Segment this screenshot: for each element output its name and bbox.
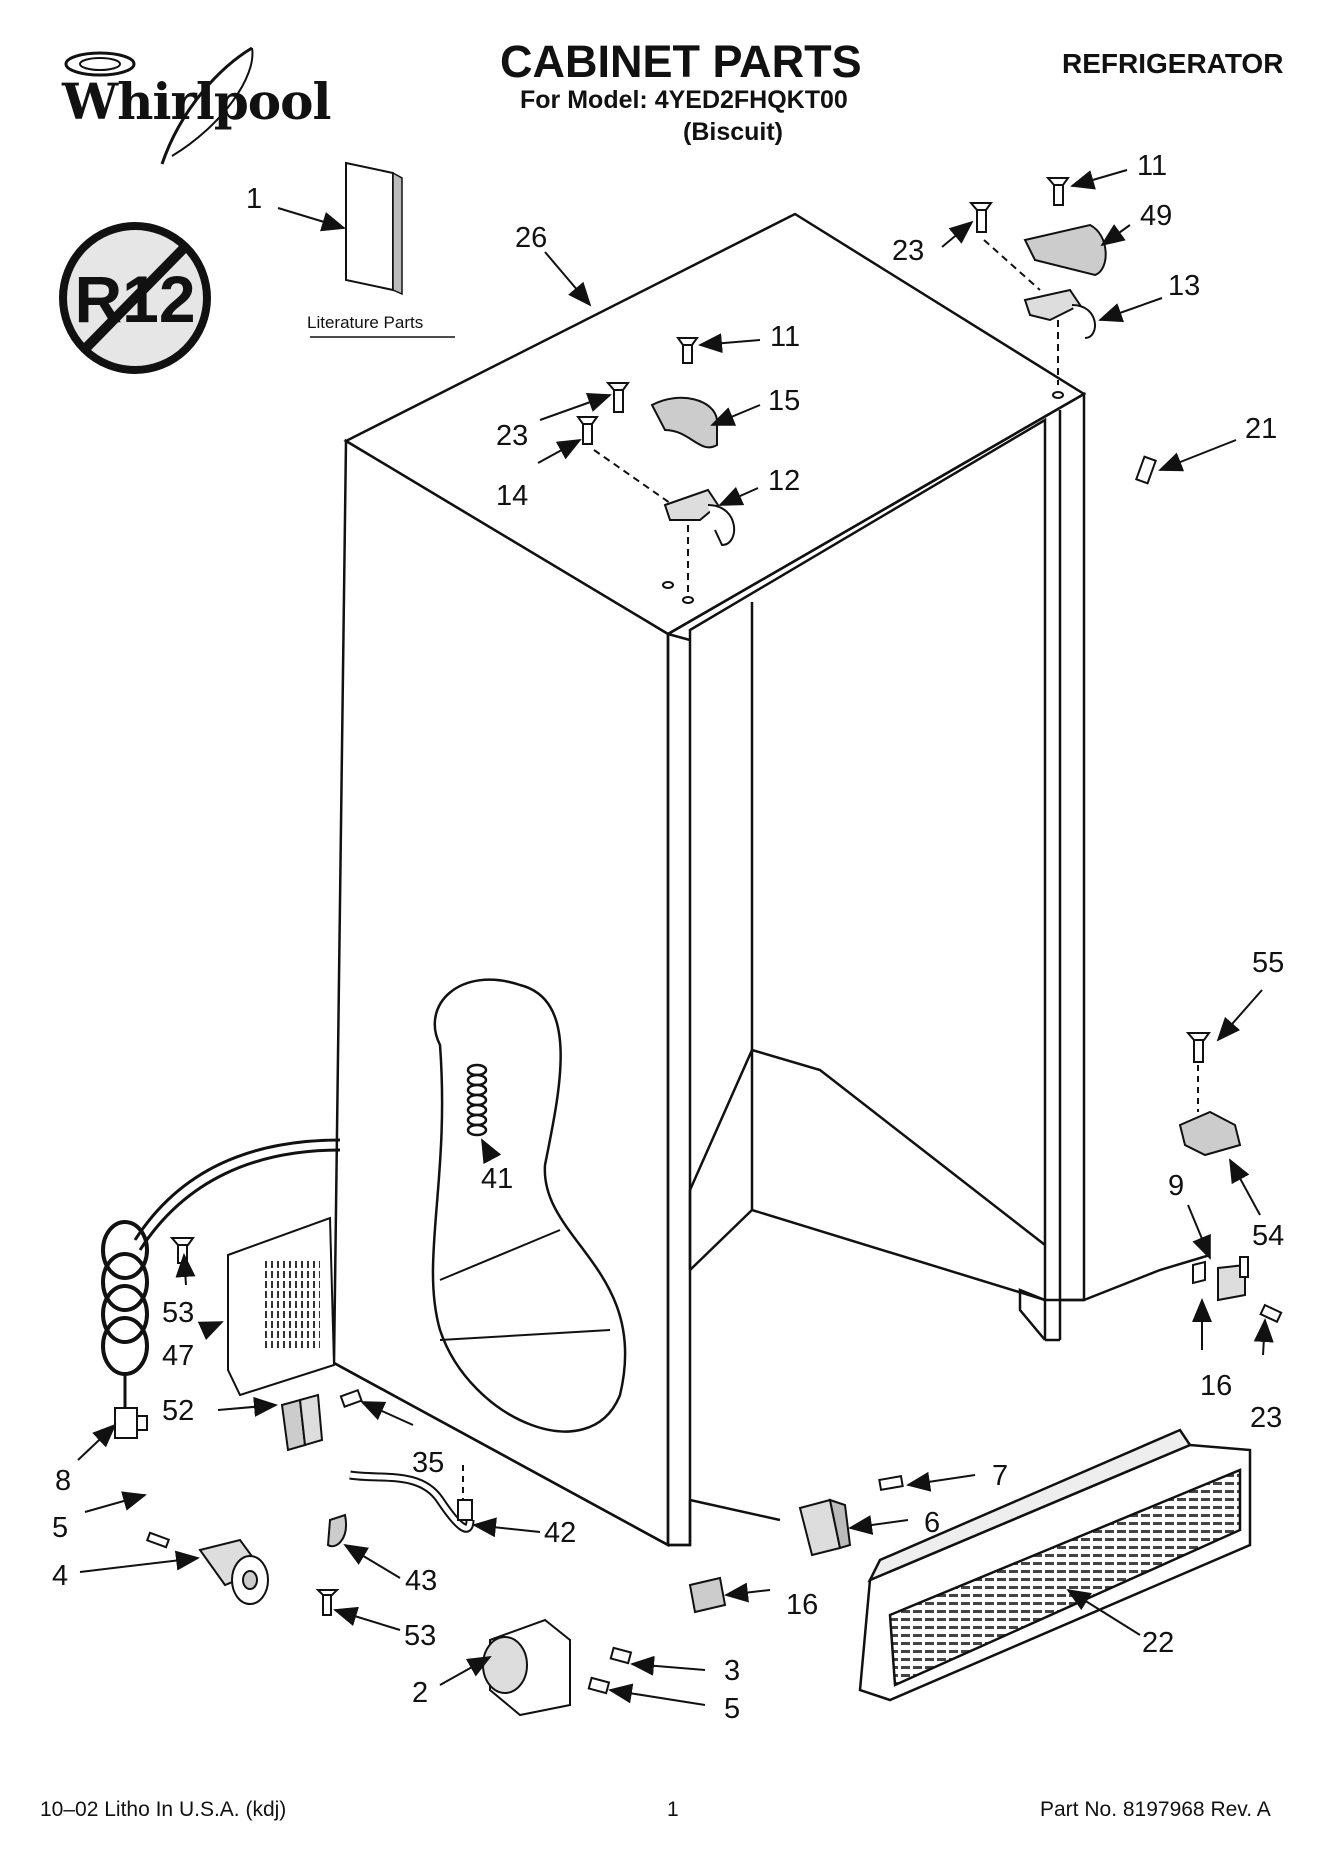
top-hinge-center [576, 337, 736, 604]
callout-43: 43 [405, 1565, 437, 1597]
callout-leaders [77, 169, 1274, 1706]
callout-12: 12 [768, 465, 800, 497]
callout-15: 15 [768, 385, 800, 417]
callout-3: 3 [724, 1655, 740, 1687]
spring-coil [466, 1063, 488, 1137]
callout-6: 6 [924, 1507, 940, 1539]
callout-53: 53 [162, 1297, 194, 1329]
whirlpool-logo: Whirlpool [52, 46, 331, 166]
callout-5: 5 [52, 1512, 68, 1544]
callout-47: 47 [162, 1340, 194, 1372]
callout-16: 16 [1200, 1370, 1232, 1402]
callout-23: 23 [1250, 1402, 1282, 1434]
literature-booklet [310, 161, 455, 338]
callout-1: 1 [246, 183, 262, 215]
footer-litho: 10–02 Litho In U.S.A. (kdj) [40, 1798, 287, 1821]
callout-8: 8 [55, 1465, 71, 1497]
callout-41: 41 [481, 1163, 513, 1195]
doc-type-label: REFRIGERATOR [1062, 48, 1284, 79]
callout-7: 7 [992, 1460, 1008, 1492]
callout-54: 54 [1252, 1220, 1284, 1252]
brand-wordmark: Whirlpool [62, 72, 331, 131]
callout-53: 53 [404, 1620, 436, 1652]
color-line: (Biscuit) [683, 118, 783, 146]
callout-52: 52 [162, 1395, 194, 1427]
callout-35: 35 [412, 1447, 444, 1479]
insulation-cutaway [431, 978, 627, 1433]
callout-21: 21 [1245, 413, 1277, 445]
footer-page-number: 1 [667, 1798, 679, 1821]
callout-26: 26 [515, 222, 547, 254]
callout-5: 5 [724, 1693, 740, 1725]
callout-49: 49 [1140, 200, 1172, 232]
footer-part-number: Part No. 8197968 Rev. A [1040, 1798, 1271, 1821]
callout-4: 4 [52, 1560, 68, 1592]
callout-16: 16 [786, 1589, 818, 1621]
callout-55: 55 [1252, 947, 1284, 979]
callout-23: 23 [892, 235, 924, 267]
callout-14: 14 [496, 480, 528, 512]
no-r12-icon: R12 [59, 222, 211, 374]
callout-11: 11 [770, 321, 800, 353]
callout-9: 9 [1168, 1170, 1184, 1202]
top-hinge-right [968, 177, 1158, 485]
logo-swirl-icon [64, 46, 254, 165]
callout-42: 42 [544, 1517, 576, 1549]
callout-labels: 1 26 11 11 23 23 23 49 13 15 14 12 21 55… [52, 150, 1284, 1725]
literature-parts-label: Literature Parts [307, 313, 423, 332]
toe-grille [858, 1428, 1252, 1702]
lower-center-parts [688, 1475, 904, 1614]
lower-right-parts [1178, 1032, 1283, 1324]
page-title: CABINET PARTS [500, 36, 862, 87]
callout-13: 13 [1168, 270, 1200, 302]
callout-11: 11 [1137, 150, 1167, 182]
callout-23: 23 [496, 420, 528, 452]
model-line: For Model: 4YED2FHQKT00 [520, 86, 848, 114]
callout-22: 22 [1142, 1627, 1174, 1659]
callout-2: 2 [412, 1677, 428, 1709]
